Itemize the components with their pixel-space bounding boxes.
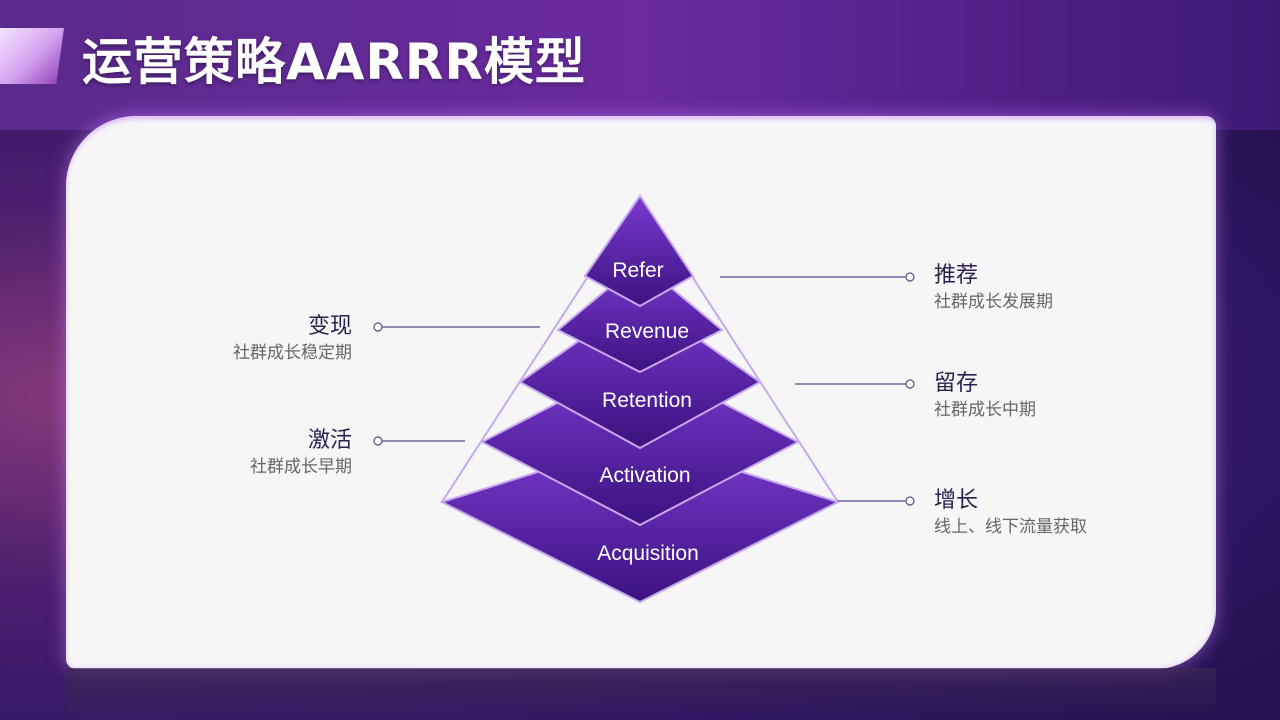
annotation-activation: 激活 社群成长早期 — [180, 427, 352, 479]
annotation-retention: 留存 社群成长中期 — [934, 370, 1036, 422]
annotation-acquisition: 增长 线上、线下流量获取 — [934, 487, 1087, 539]
annotation-activation-title: 激活 — [307, 428, 352, 453]
annotation-refer-subtitle: 社群成长发展期 — [934, 292, 1053, 312]
layer-label-refer: Refer — [612, 259, 663, 282]
annotation-revenue: 变现 社群成长稳定期 — [180, 313, 352, 365]
title-accent-tab — [0, 28, 64, 84]
top-banner — [0, 0, 1280, 130]
annotation-revenue-title: 变现 — [307, 314, 352, 339]
layer-label-acquisition: Acquisition — [597, 542, 699, 565]
connector-dot-refer — [905, 272, 915, 282]
annotation-activation-subtitle: 社群成长早期 — [250, 457, 352, 477]
connector-dot-activation — [373, 436, 383, 446]
connector-dot-revenue — [373, 322, 383, 332]
annotation-retention-title: 留存 — [934, 371, 979, 396]
layer-refer[interactable] — [583, 194, 695, 308]
annotation-revenue-subtitle: 社群成长稳定期 — [233, 343, 352, 363]
connector-dot-retention — [905, 379, 915, 389]
panel-reflection — [66, 668, 1216, 720]
annotation-acquisition-title: 增长 — [934, 488, 979, 513]
connector-dot-acquisition — [905, 496, 915, 506]
annotation-refer-title: 推荐 — [934, 263, 979, 288]
page-title: 运营策略AARRR模型 — [82, 33, 586, 91]
layer-label-activation: Activation — [599, 464, 690, 487]
layer-label-retention: Retention — [602, 389, 692, 412]
annotation-acquisition-subtitle: 线上、线下流量获取 — [934, 517, 1087, 537]
layer-revenue[interactable] — [556, 260, 724, 374]
layer-label-revenue: Revenue — [605, 320, 689, 343]
annotation-refer: 推荐 社群成长发展期 — [934, 262, 1053, 314]
annotation-retention-subtitle: 社群成长中期 — [934, 400, 1036, 420]
